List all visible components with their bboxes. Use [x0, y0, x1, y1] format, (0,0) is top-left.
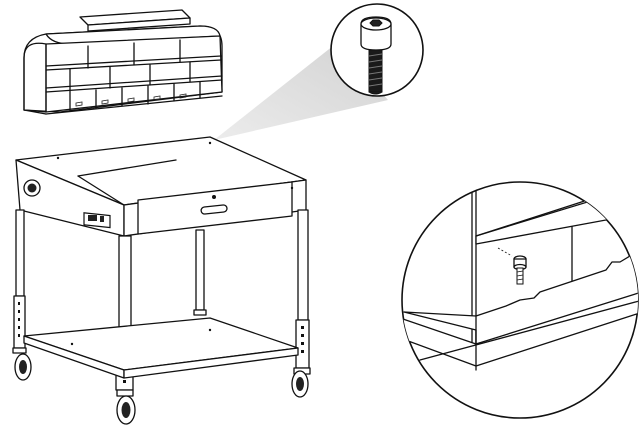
casters	[12, 309, 311, 425]
detail-callout	[401, 181, 639, 419]
cart-desk	[12, 136, 311, 425]
screw-callout	[330, 3, 424, 97]
detail-screw-icon	[513, 255, 527, 285]
bottom-shelf	[23, 317, 299, 379]
cap-screw-icon	[360, 16, 392, 95]
drawer-handle	[200, 204, 228, 215]
hutch-organizer	[23, 9, 223, 115]
